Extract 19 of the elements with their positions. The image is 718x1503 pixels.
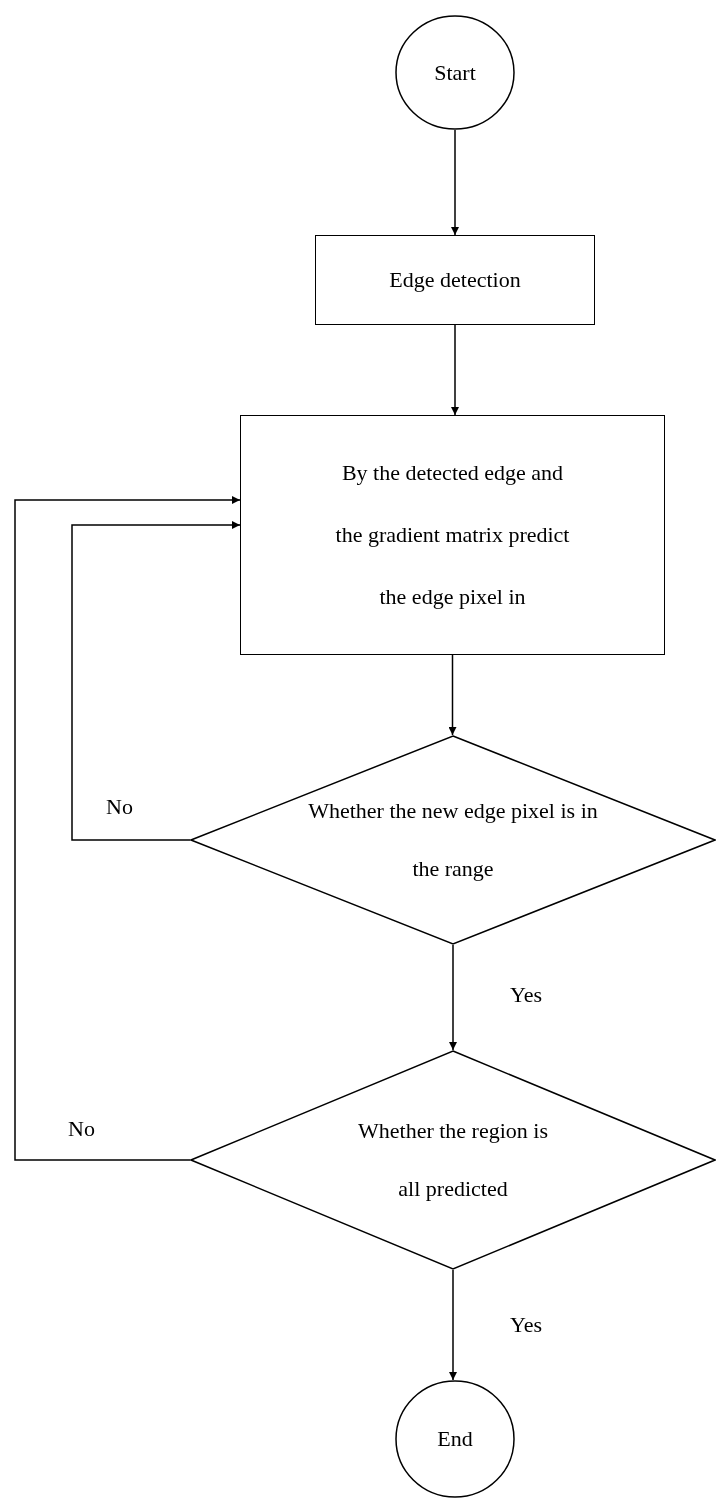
- arrow: [449, 944, 457, 1051]
- terminal-ellipse: [395, 15, 515, 130]
- arrow: [14, 496, 241, 1161]
- decision-diamond: [190, 1050, 716, 1270]
- process-box: [240, 415, 665, 655]
- arrow: [451, 324, 459, 416]
- arrow: [451, 129, 459, 236]
- node-text: Edge detection: [388, 266, 522, 294]
- process-box: [315, 235, 595, 325]
- arrow: [71, 521, 241, 841]
- node-text: End: [436, 1425, 474, 1453]
- node-text: By the detected edge and the gradient matrix predict the edge pixel in: [334, 459, 571, 611]
- terminal-ellipse: [395, 1380, 515, 1498]
- arrow: [448, 654, 457, 736]
- arrow: [449, 1269, 457, 1381]
- node-text: Whether the region is all predicted: [357, 1117, 549, 1203]
- node-text: Whether the new edge pixel is in the range: [308, 797, 598, 883]
- decision-diamond: [190, 735, 716, 945]
- node-text: Start: [433, 58, 477, 87]
